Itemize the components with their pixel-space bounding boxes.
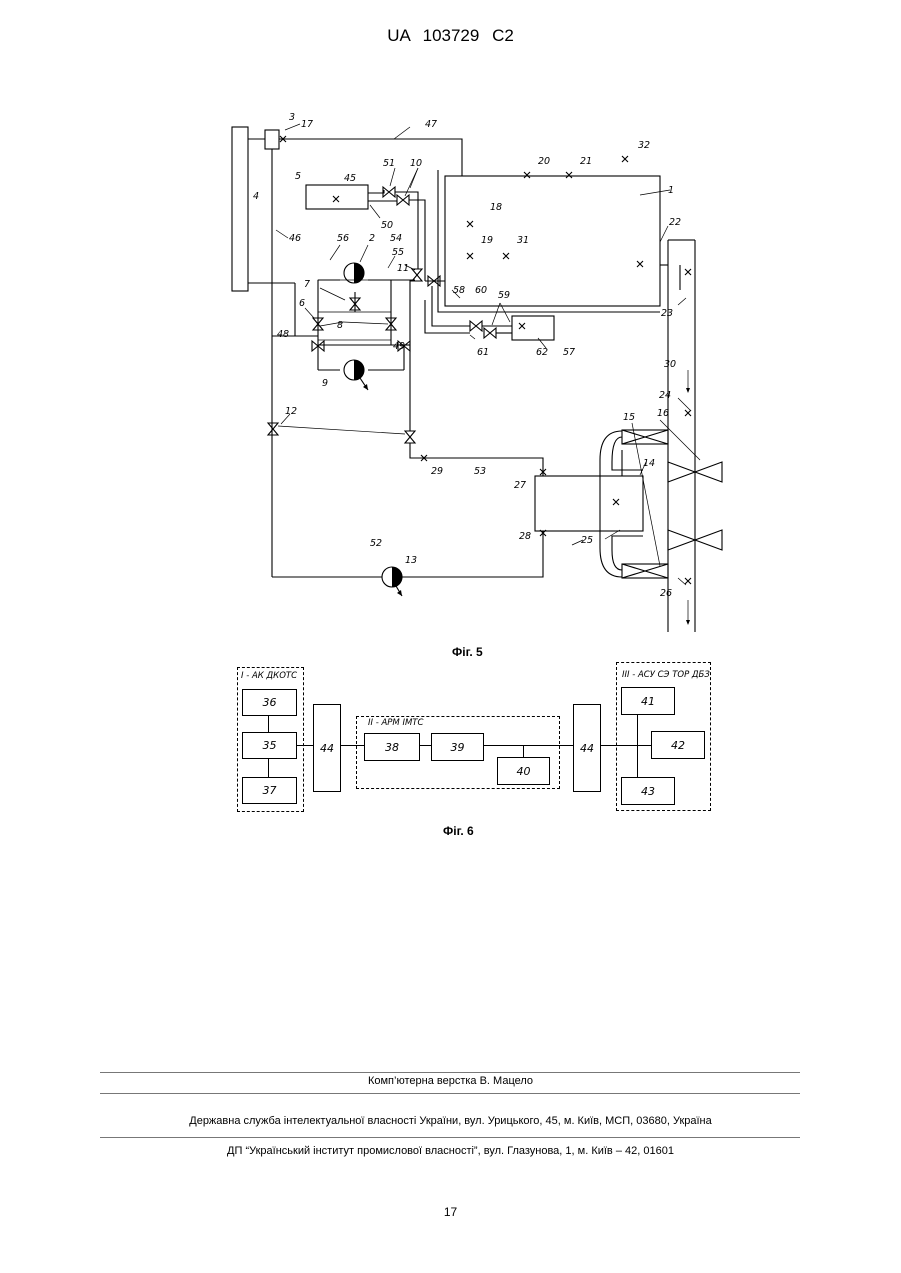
block-38: 38 xyxy=(364,733,420,761)
label-51: 51 xyxy=(383,158,395,169)
block-42: 42 xyxy=(651,731,705,759)
label-25: 25 xyxy=(581,535,593,546)
label-11: 11 xyxy=(397,263,409,274)
footer-rule-3 xyxy=(100,1137,800,1138)
label-21: 21 xyxy=(580,156,592,167)
block-44-right: 44 xyxy=(573,704,601,792)
label-3: 3 xyxy=(289,112,295,123)
label-62: 62 xyxy=(536,347,548,358)
figure-5-labels: 1 2 3 4 5 6 7 8 9 10 11 12 13 14 15 16 1… xyxy=(0,0,901,660)
label-19: 19 xyxy=(481,235,493,246)
link-bus-40 xyxy=(523,745,524,757)
label-60: 60 xyxy=(475,285,487,296)
label-29: 29 xyxy=(431,466,443,477)
label-56: 56 xyxy=(337,233,349,244)
label-9: 9 xyxy=(322,378,328,389)
label-7: 7 xyxy=(304,279,310,290)
label-30: 30 xyxy=(664,359,676,370)
label-12: 12 xyxy=(285,406,297,417)
label-50: 50 xyxy=(381,220,393,231)
label-10: 10 xyxy=(410,158,422,169)
block-40: 40 xyxy=(497,757,550,785)
label-2: 2 xyxy=(369,233,375,244)
label-48: 48 xyxy=(277,329,289,340)
link-44-38 xyxy=(341,745,364,746)
label-23: 23 xyxy=(661,308,673,319)
label-22: 22 xyxy=(669,217,681,228)
label-27: 27 xyxy=(514,480,526,491)
label-13: 13 xyxy=(405,555,417,566)
label-54: 54 xyxy=(390,233,402,244)
label-18: 18 xyxy=(490,202,502,213)
link-38-39 xyxy=(420,745,431,746)
group-left-label: I - АК ДКОТС xyxy=(241,671,297,681)
footer-rule-2 xyxy=(100,1093,800,1094)
label-53: 53 xyxy=(474,466,486,477)
label-61: 61 xyxy=(477,347,489,358)
group-right-label: III - АСУ СЭ ТОР ДБЗ xyxy=(622,670,710,680)
block-44-left: 44 xyxy=(313,704,341,792)
block-39: 39 xyxy=(431,733,484,761)
arrow-36-35 xyxy=(268,716,269,732)
label-1: 1 xyxy=(668,185,674,196)
label-59: 59 xyxy=(498,290,510,301)
label-24: 24 xyxy=(659,390,671,401)
figure-5-caption: Фіг. 5 xyxy=(452,645,483,659)
footer-typesetter: Комп’ютерна верстка В. Мацело xyxy=(0,1075,901,1087)
label-28: 28 xyxy=(519,531,531,542)
label-49: 49 xyxy=(393,341,405,352)
label-6: 6 xyxy=(299,298,305,309)
page-number: 17 xyxy=(0,1205,901,1219)
label-5: 5 xyxy=(295,171,301,182)
arrow-35-37 xyxy=(268,759,269,777)
block-35: 35 xyxy=(242,732,297,759)
figure-6-caption: Фіг. 6 xyxy=(443,824,474,838)
label-17: 17 xyxy=(301,119,313,130)
label-31: 31 xyxy=(517,235,529,246)
link-35-44 xyxy=(297,745,313,746)
label-15: 15 xyxy=(623,412,635,423)
label-58: 58 xyxy=(453,285,465,296)
block-36: 36 xyxy=(242,689,297,716)
label-57: 57 xyxy=(563,347,575,358)
label-45: 45 xyxy=(344,173,356,184)
label-20: 20 xyxy=(538,156,550,167)
group-middle-label: II - АРМ ІМТС xyxy=(368,718,423,728)
label-4: 4 xyxy=(253,191,259,202)
block-41: 41 xyxy=(621,687,675,715)
label-16: 16 xyxy=(657,408,669,419)
link-44-42 xyxy=(601,745,651,746)
label-32: 32 xyxy=(638,140,650,151)
label-55: 55 xyxy=(392,247,404,258)
link-41-43 xyxy=(637,715,638,777)
label-46: 46 xyxy=(289,233,301,244)
label-26: 26 xyxy=(660,588,672,599)
block-37: 37 xyxy=(242,777,297,804)
label-8: 8 xyxy=(337,320,343,331)
footer-institute: ДП “Український інститут промислової вла… xyxy=(0,1145,901,1157)
label-52: 52 xyxy=(370,538,382,549)
footer-office: Державна служба інтелектуальної власност… xyxy=(0,1115,901,1127)
label-14: 14 xyxy=(643,458,655,469)
footer-rule-1 xyxy=(100,1072,800,1073)
block-43: 43 xyxy=(621,777,675,805)
label-47: 47 xyxy=(425,119,437,130)
link-39-44 xyxy=(484,745,573,746)
